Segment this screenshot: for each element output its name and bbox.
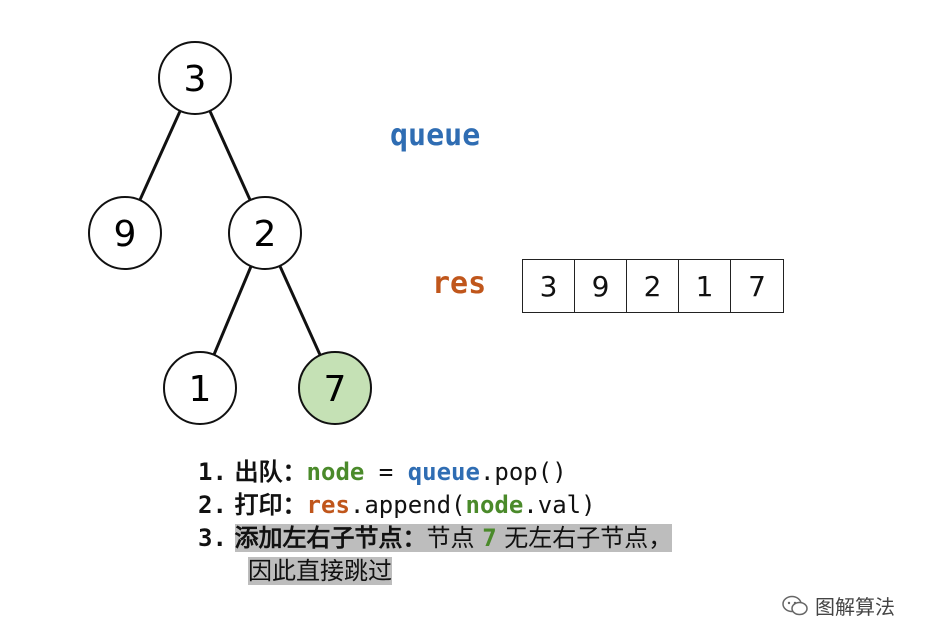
tree-node-1: 1 — [163, 351, 237, 425]
tree-node-label: 1 — [189, 369, 212, 410]
step-text: 节点 — [426, 524, 483, 552]
res-label: res — [432, 266, 487, 301]
step-title: 添加左右子节点： — [234, 524, 427, 552]
step-number: 2. — [198, 491, 227, 519]
tree-node-circle — [228, 196, 302, 270]
step-text: 无左右子节点， — [496, 524, 673, 552]
res-cell: 2 — [627, 260, 679, 312]
res-cell: 1 — [679, 260, 731, 312]
tree-edge — [212, 265, 253, 356]
tree-edge — [278, 265, 322, 356]
step-number: 3. — [198, 524, 227, 552]
step-list: 1. 出队：node = queue.pop() 2. 打印：res.appen… — [198, 456, 673, 588]
res-array: 3 9 2 1 7 — [522, 259, 784, 313]
step-number: 1. — [198, 458, 227, 486]
step-title: 打印： — [234, 491, 307, 519]
code-equals: = — [364, 458, 408, 486]
step-3-continued: 因此直接跳过 — [198, 555, 672, 588]
code-node: node — [306, 458, 365, 486]
tree-node-label: 2 — [254, 214, 277, 255]
tree-node-7: 7 — [298, 351, 372, 425]
code-append: .append( — [349, 491, 466, 519]
tree-node-label: 9 — [114, 214, 137, 255]
tree-node-circle — [298, 351, 372, 425]
res-cell: 9 — [575, 260, 627, 312]
watermark: 图解算法 — [781, 591, 895, 620]
tree-edge — [208, 110, 252, 201]
code-val: .val) — [523, 491, 596, 519]
tree-node-label: 7 — [324, 369, 347, 410]
code-pop: .pop() — [479, 458, 567, 486]
tree-node-circle — [158, 41, 232, 115]
step-2: 2. 打印：res.append(node.val) — [198, 489, 672, 522]
queue-label: queue — [390, 118, 481, 153]
tree-node-label: 3 — [184, 59, 207, 100]
tree-node-3: 3 — [158, 41, 232, 115]
code-queue: queue — [407, 458, 480, 486]
tree-node-circle — [88, 196, 162, 270]
tree-node-circle — [163, 351, 237, 425]
step-title: 出队： — [234, 458, 307, 486]
tree-node-9: 9 — [88, 196, 162, 270]
step-text: 因此直接跳过 — [248, 557, 392, 585]
step-3: 3. 添加左右子节点：节点 7 无左右子节点， — [198, 522, 673, 555]
res-cell: 7 — [748, 269, 766, 303]
res-cell: 3 — [523, 260, 575, 312]
tree-node-2: 2 — [228, 196, 302, 270]
wechat-icon — [782, 595, 808, 615]
step-1: 1. 出队：node = queue.pop() — [198, 456, 672, 489]
code-node: node — [465, 491, 524, 519]
code-node-value: 7 — [482, 524, 497, 552]
tree-edge — [138, 110, 182, 201]
code-res: res — [306, 491, 350, 519]
watermark-text: 图解算法 — [815, 595, 895, 619]
